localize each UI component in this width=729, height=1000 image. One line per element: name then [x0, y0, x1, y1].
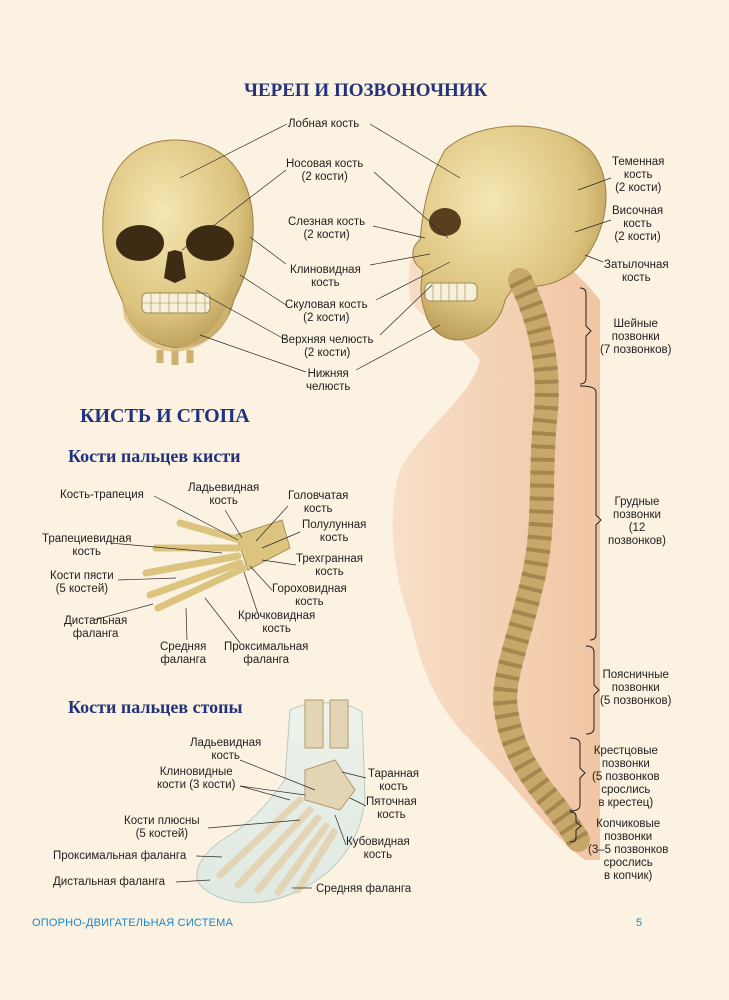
label-calcaneus: Пяточная кость — [366, 796, 417, 821]
label-maxilla: Верхняя челюсть (2 кости) — [281, 334, 374, 359]
label-frontal-bone: Лобная кость — [288, 118, 360, 130]
label-zygomatic-bone: Скуловая кость (2 кости) — [285, 299, 368, 324]
label-trapezium: Кость-трапеция — [60, 489, 144, 501]
label-mandible: Нижняя челюсть — [306, 368, 351, 393]
label-sphenoid-bone: Клиновидная кость — [290, 264, 361, 289]
label-lacrimal-bone: Слезная кость (2 кости) — [288, 216, 366, 241]
foot-illustration — [196, 699, 366, 904]
label-hand-middle-phalanx: Средняя фаланга — [160, 641, 207, 666]
label-triquetrum: Трехгранная кость — [296, 553, 363, 578]
skull-spine-title: ЧЕРЕП И ПОЗВОНОЧНИК — [244, 80, 488, 101]
spine-braces — [569, 287, 602, 843]
label-parietal-bone: Теменная кость (2 кости) — [612, 156, 665, 194]
label-foot-distal-phalanx: Дистальная фаланга — [53, 876, 166, 888]
label-foot-proximal-phalanx: Проксимальная фаланга — [53, 850, 187, 862]
label-occipital-bone: Затылочная кость — [604, 259, 669, 284]
label-cervical-vertebrae: Шейные позвонки (7 позвонков) — [600, 318, 672, 356]
label-metacarpals: Кости пясти (5 костей) — [50, 570, 114, 595]
label-lunate: Полулунная кость — [302, 519, 367, 544]
label-pisiform: Гороховидная кость — [272, 583, 347, 608]
label-cuneiform: Клиновидные кости (3 кости) — [157, 766, 236, 791]
hand-illustration — [142, 519, 291, 612]
label-capitate: Головчатая кость — [288, 490, 349, 515]
label-foot-navicular: Ладьевидная кость — [190, 737, 262, 762]
label-lumbar-vertebrae: Поясничные позвонки (5 позвонков) — [600, 669, 672, 707]
label-metatarsals: Кости плюсны (5 костей) — [124, 815, 200, 840]
label-temporal-bone: Височная кость (2 кости) — [612, 205, 664, 243]
foot-leader-lines — [175, 759, 367, 889]
label-trapezoid: Трапециевидная кость — [42, 533, 132, 558]
label-talus: Таранная кость — [368, 768, 420, 793]
label-nasal-bone: Носовая кость (2 кости) — [286, 158, 364, 183]
body-spine-illustration — [392, 125, 607, 860]
label-hand-proximal-phalanx: Проксимальная фаланга — [224, 641, 309, 666]
label-sacral-vertebrae: Крестцовые позвонки (5 позвонков срослис… — [592, 745, 660, 809]
label-hamate: Крючковидная кость — [238, 610, 316, 635]
label-foot-middle-phalanx: Средняя фаланга — [316, 883, 412, 895]
hand-foot-title: КИСТЬ И СТОПА — [80, 405, 250, 427]
skull-leader-lines — [179, 123, 612, 373]
label-cuboid: Кубовидная кость — [346, 836, 410, 861]
hand-bones-subtitle: Кости пальцев кисти — [68, 446, 241, 466]
foot-bones-subtitle: Кости пальцев стопы — [68, 697, 243, 717]
hand-leader-lines — [93, 495, 301, 644]
page-number: 5 — [636, 917, 643, 929]
label-coccygeal-vertebrae: Копчиковые позвонки (3–5 позвонков сросл… — [588, 818, 669, 882]
label-hand-scaphoid: Ладьевидная кость — [188, 482, 260, 507]
label-thoracic-vertebrae: Грудные позвонки (12 позвонков) — [608, 496, 666, 547]
skull-front-illustration — [102, 139, 254, 365]
footer-section-title: ОПОРНО-ДВИГАТЕЛЬНАЯ СИСТЕМА — [32, 917, 234, 929]
label-hand-distal-phalanx: Дистальная фаланга — [64, 615, 128, 640]
